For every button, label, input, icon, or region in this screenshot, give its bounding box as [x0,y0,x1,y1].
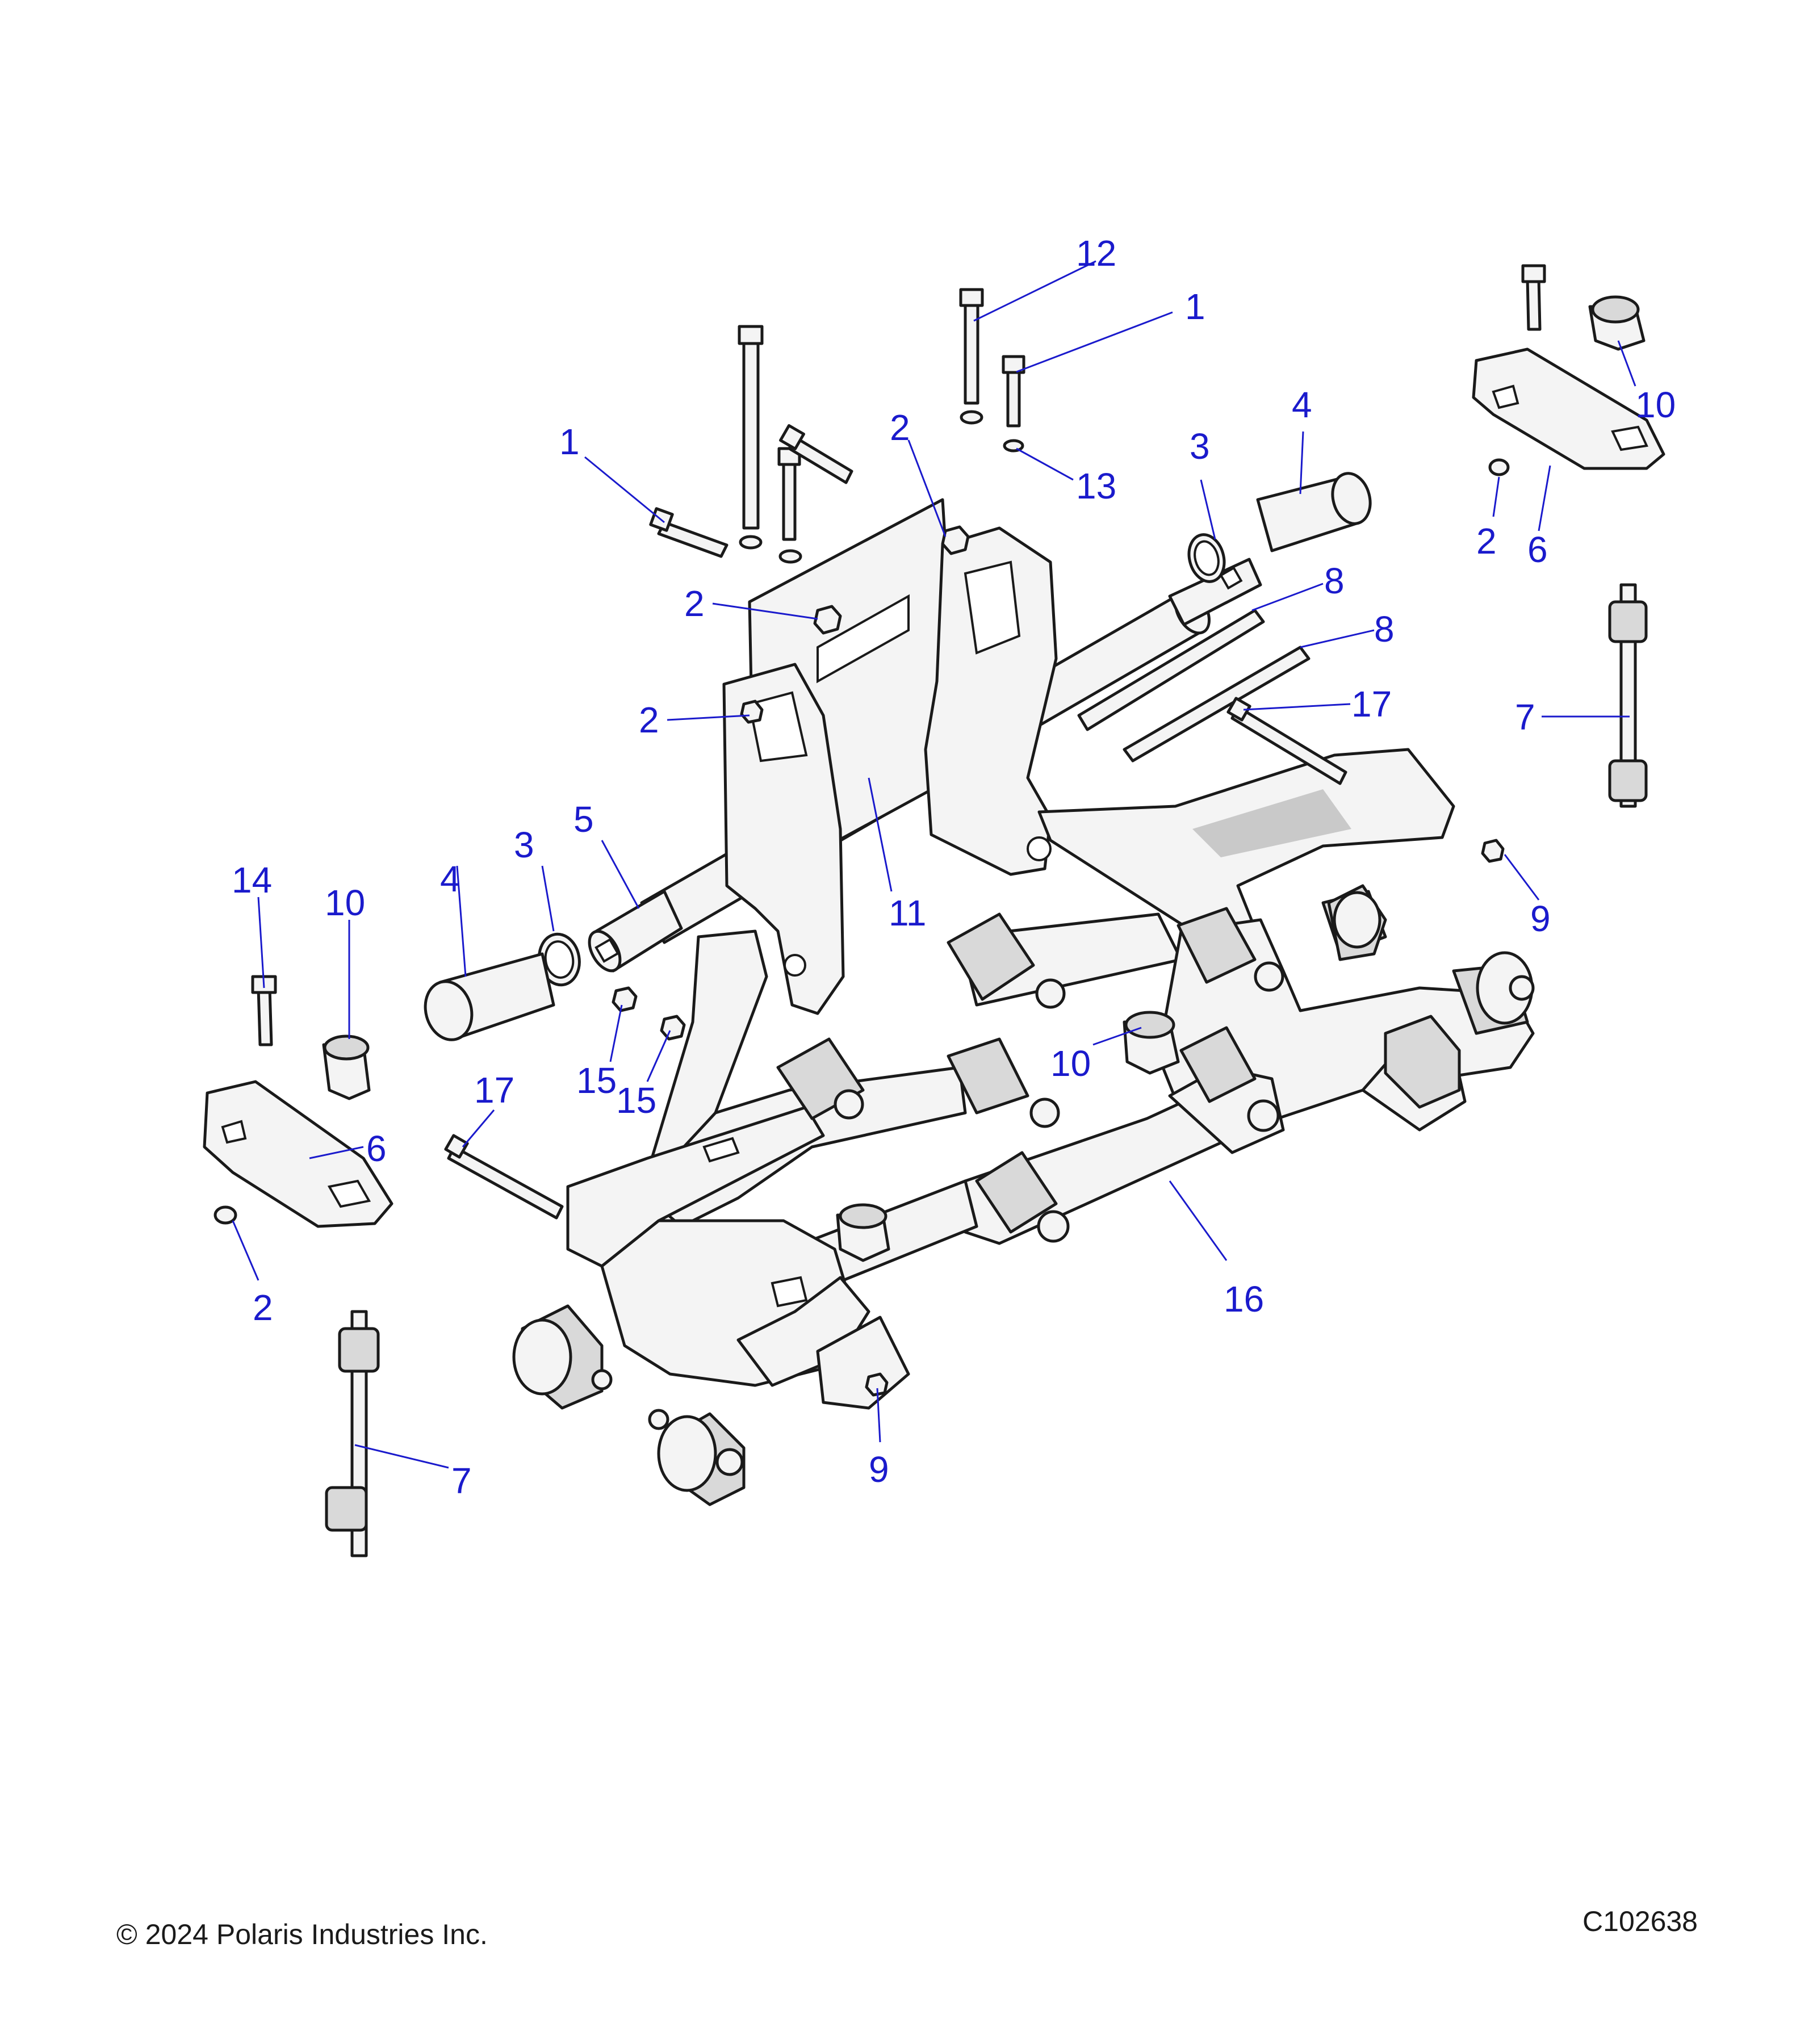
callout-11: 11 [889,893,926,933]
long-bolts [444,609,1347,1220]
callout-labels: 12 1 1 2 13 3 4 10 2 6 2 8 8 17 7 2 5 3 … [232,233,1676,1501]
copyright-notice: © 2024 Polaris Industries Inc. [116,1919,488,1950]
right-tower-bracket [924,526,1058,876]
lower-a-arm-front [566,929,967,1268]
callout-10: 10 [1635,384,1676,425]
callout-10: 10 [325,882,365,923]
callout-1: 1 [559,421,580,462]
callout-13: 13 [1076,466,1116,506]
callout-14: 14 [232,860,272,900]
callout-4: 4 [1292,384,1312,425]
callout-2: 2 [890,407,910,448]
callout-1: 1 [1185,286,1205,327]
washers-and-plugs [424,472,1372,1041]
callout-9: 9 [1530,898,1551,939]
callout-9: 9 [869,1449,889,1490]
callout-15: 15 [576,1060,617,1101]
hardware-nuts [213,458,1510,1397]
leader-lines [232,260,1636,1469]
callout-4: 4 [440,858,460,899]
front-pivot-bushings [512,1304,746,1506]
callout-5: 5 [573,799,594,840]
callout-2: 2 [1476,521,1497,562]
callout-8: 8 [1324,560,1345,601]
callout-2: 2 [253,1287,273,1328]
callout-8: 8 [1374,609,1395,650]
callout-3: 3 [1190,426,1210,467]
callout-7: 7 [1515,697,1535,738]
tube-end-stub [588,890,683,973]
front-arm-bushings [776,1037,1060,1128]
parts-illustration [203,264,1665,1557]
callout-6: 6 [366,1128,387,1169]
sway-bar-links [325,583,1648,1557]
callout-3: 3 [514,824,534,865]
callout-17: 17 [1351,684,1392,724]
callout-2: 2 [639,700,659,740]
callout-7: 7 [451,1460,472,1501]
left-tower-bracket [722,663,845,1015]
mount-brackets [203,347,1665,1228]
callout-10: 10 [1050,1043,1091,1084]
callout-2: 2 [684,583,705,624]
figure-id: C102638 [1582,1905,1698,1937]
callout-16: 16 [1224,1279,1264,1320]
callout-12: 12 [1076,233,1116,274]
bumpers [322,295,1646,1262]
callout-15: 15 [616,1080,656,1121]
callout-17: 17 [474,1070,514,1111]
callout-6: 6 [1527,529,1548,570]
rear-pivot-bushings [1327,884,1535,1109]
top-bolts [649,288,1025,564]
